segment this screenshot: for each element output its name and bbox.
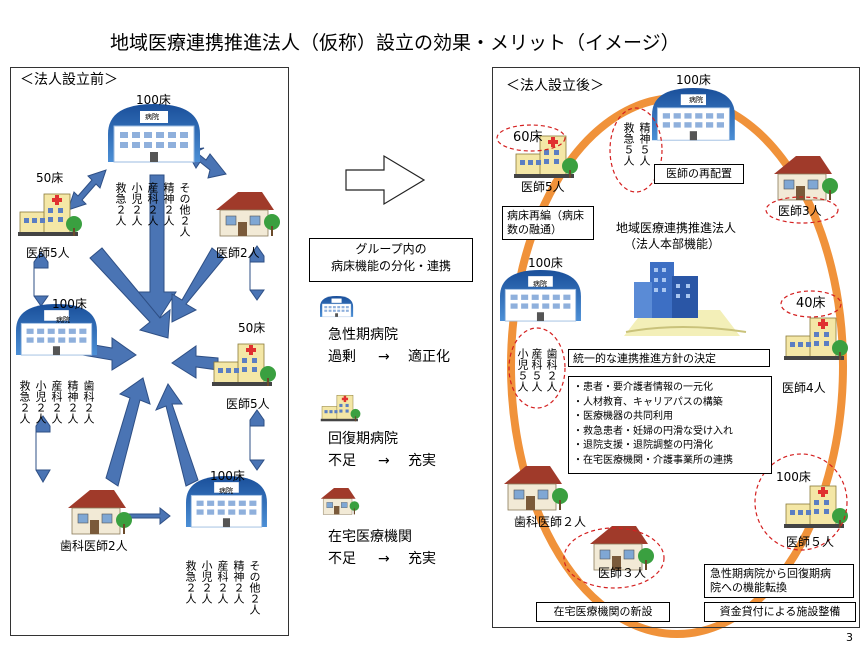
org-subname: （法人本部機能） xyxy=(624,237,721,251)
after-panel xyxy=(492,67,860,628)
policy-item: ・在宅医療機関・介護事業所の連携 xyxy=(573,454,733,466)
before-clinic-right-doctors: 医師5人 xyxy=(226,397,270,411)
box-doctor-reassign: 医師の再配置 xyxy=(654,164,744,184)
after-top-hosp-sign: 病院 xyxy=(689,96,703,104)
legend-acute-from: 過剰 xyxy=(328,349,356,365)
before-hosp-top-dept: 救急２人 xyxy=(114,182,127,226)
before-hosp-bottom-dept: その他２人 xyxy=(248,560,261,615)
policy-item: ・救急患者・妊婦の円滑な受け入れ xyxy=(573,425,733,437)
before-hosp-bottom-dept: 精神２人 xyxy=(232,560,245,604)
box-conversion-line: 急性期病院から回復期病 xyxy=(710,567,831,580)
before-hosp-left-beds: 100床 xyxy=(52,297,87,311)
after-clinic60-beds: 60床 xyxy=(513,130,543,145)
after-clinic100-doctors: 医師５人 xyxy=(786,535,835,549)
legend-header-box: グループ内の 病床機能の分化・連携 xyxy=(309,238,473,282)
after-left-hosp-dept: 歯科２人 xyxy=(545,348,558,392)
policy-item: ・医療機器の共同利用 xyxy=(573,411,673,422)
legend-recovery-to: 充実 xyxy=(408,453,436,469)
page-number: 3 xyxy=(846,631,853,644)
legend-home-to: 充実 xyxy=(408,551,436,567)
legend-recovery-from: 不足 xyxy=(328,453,356,469)
legend-recovery-arrow: → xyxy=(378,453,390,469)
before-heading: ＜法人設立前＞ xyxy=(20,72,118,88)
box-policy-items: ・患者・要介護者情報の一元化 ・人材教育、キャリアパスの構築 ・医療機器の共同利… xyxy=(568,376,772,474)
before-clinic-right-beds: 50床 xyxy=(238,321,266,335)
after-left-hosp-dept: 小児５人 xyxy=(516,348,529,392)
after-clinic40-beds: 40床 xyxy=(796,296,826,311)
before-hosp-bottom-dept: 産科２人 xyxy=(216,560,229,604)
after-top-hosp-dept: 精神５人 xyxy=(638,122,651,166)
before-clinic-left-beds: 50床 xyxy=(36,171,64,185)
legend-home-name: 在宅医療機関 xyxy=(328,529,412,545)
before-hosp-bottom-dept: 救急２人 xyxy=(184,560,197,604)
legend-home-from: 不足 xyxy=(328,551,356,567)
legend-home-arrow: → xyxy=(378,551,390,567)
before-home-right-doctors: 医師2人 xyxy=(216,246,260,260)
org-name: 地域医療連携推進法人 xyxy=(616,221,737,235)
before-hosp-left-dept: 産科２人 xyxy=(50,380,63,424)
before-clinic-left-doctors: 医師5人 xyxy=(26,246,70,260)
before-hosp-bottom-dept: 小児２人 xyxy=(200,560,213,604)
legend-recovery-name: 回復期病院 xyxy=(328,431,398,447)
after-left-hosp-sign: 病院 xyxy=(533,280,547,288)
after-top-hosp-dept: 救急５人 xyxy=(622,122,635,166)
before-home-dental-doctors: 歯科医師2人 xyxy=(60,539,128,553)
after-left-hosp-dept: 産科５人 xyxy=(530,348,543,392)
after-top-hosp-beds: 100床 xyxy=(676,73,711,87)
before-hosp-left-sign: 病院 xyxy=(56,316,70,324)
before-hosp-left-dept: 小児２人 xyxy=(34,380,47,424)
after-clinic100-beds: 100床 xyxy=(776,470,811,484)
before-hosp-top-dept: 小児２人 xyxy=(130,182,143,226)
before-hosp-top-dept: 産科２人 xyxy=(146,182,159,226)
after-home-bottom-doctors: 医師３人 xyxy=(598,566,647,580)
policy-item: ・退院支援・退院調整の円滑化 xyxy=(573,440,713,451)
before-hosp-bottom-sign: 病院 xyxy=(219,487,233,495)
legend-acute-to: 適正化 xyxy=(408,349,450,365)
after-home-dental-doctors: 歯科医師２人 xyxy=(514,515,587,529)
before-hosp-top-beds: 100床 xyxy=(136,93,171,107)
before-hosp-top-dept: 精神２人 xyxy=(162,182,175,226)
after-clinic40-doctors: 医師4人 xyxy=(782,381,826,395)
box-conversion-line: 院への機能転換 xyxy=(710,580,787,594)
policy-item: ・人材教育、キャリアパスの構築 xyxy=(573,396,723,408)
box-funding: 資金貸付による施設整備 xyxy=(704,602,856,622)
before-hosp-top-sign: 病院 xyxy=(145,113,159,121)
legend-acute-name: 急性期病院 xyxy=(328,327,398,343)
box-new-home-clinic: 在宅医療機関の新設 xyxy=(536,602,670,622)
legend-header-line: グループ内の xyxy=(355,242,427,256)
after-home-topright-doctors: 医師3人 xyxy=(778,204,822,218)
before-hosp-top-dept: その他２人 xyxy=(178,182,191,237)
box-bed-reorg-line: 数の融通） xyxy=(507,222,562,236)
after-left-hosp-beds: 100床 xyxy=(528,256,563,270)
before-hosp-left-dept: 歯科２人 xyxy=(82,380,95,424)
box-bed-reorg: 病床再編（病床 数の融通） xyxy=(502,206,594,240)
box-conversion: 急性期病院から回復期病 院への機能転換 xyxy=(704,564,854,598)
legend-acute-arrow: → xyxy=(378,349,390,365)
after-heading: ＜法人設立後＞ xyxy=(506,78,604,94)
policy-item: ・患者・要介護者情報の一元化 xyxy=(573,382,713,393)
after-clinic60-doctors: 医師5人 xyxy=(521,180,565,194)
before-hosp-bottom-beds: 100床 xyxy=(210,469,245,483)
before-hosp-left-dept: 救急２人 xyxy=(18,380,31,424)
page-title: 地域医療連携推進法人（仮称）設立の効果・メリット（イメージ） xyxy=(110,32,680,54)
box-bed-reorg-line: 病床再編（病床 xyxy=(507,209,584,222)
legend-header-line: 病床機能の分化・連携 xyxy=(330,259,451,273)
box-policy-title: 統一的な連携推進方針の決定 xyxy=(568,349,770,367)
before-hosp-left-dept: 精神２人 xyxy=(66,380,79,424)
